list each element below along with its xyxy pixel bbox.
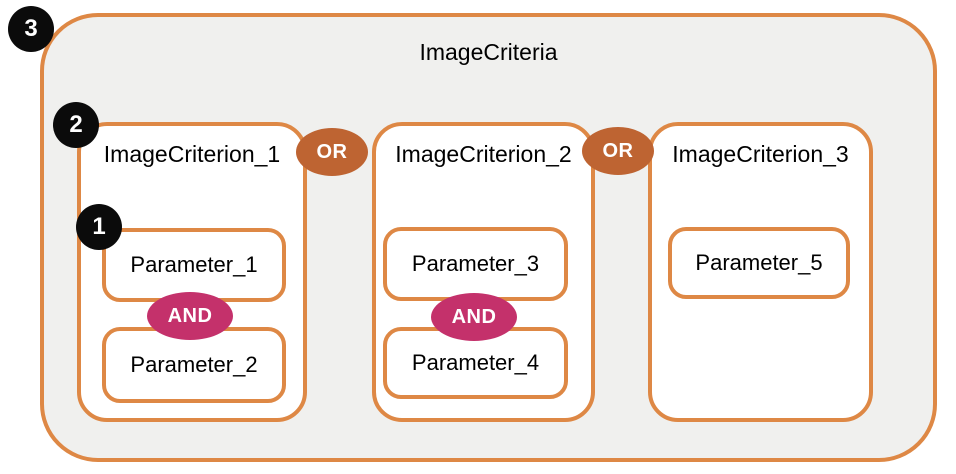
or-connector-badge-1: OR [296,128,368,176]
callout-number-2: 2 [53,102,99,148]
parameter-3-label: Parameter_3 [411,251,540,276]
image-criterion-2-label: ImageCriterion_2 [395,141,572,167]
and-connector-badge-1: AND [147,292,233,340]
or-connector-badge-2: OR [582,127,654,175]
parameter-1-label: Parameter_1 [130,252,258,277]
parameter-4-label: Parameter_4 [411,350,540,375]
parameter-2-label: Parameter_2 [130,352,258,377]
image-criterion-1-label: ImageCriterion_1 [103,141,281,167]
and-connector-badge-2: AND [431,293,517,341]
diagram-title: ImageCriteria [419,39,558,65]
callout-number-3: 3 [8,6,54,52]
image-criterion-3-label: ImageCriterion_3 [672,141,849,167]
parameter-3-box: Parameter_3 [383,227,568,301]
callout-number-1: 1 [76,204,122,250]
parameter-1-box: Parameter_1 [102,228,286,302]
parameter-5-box: Parameter_5 [668,227,850,299]
parameter-5-label: Parameter_5 [695,250,823,275]
